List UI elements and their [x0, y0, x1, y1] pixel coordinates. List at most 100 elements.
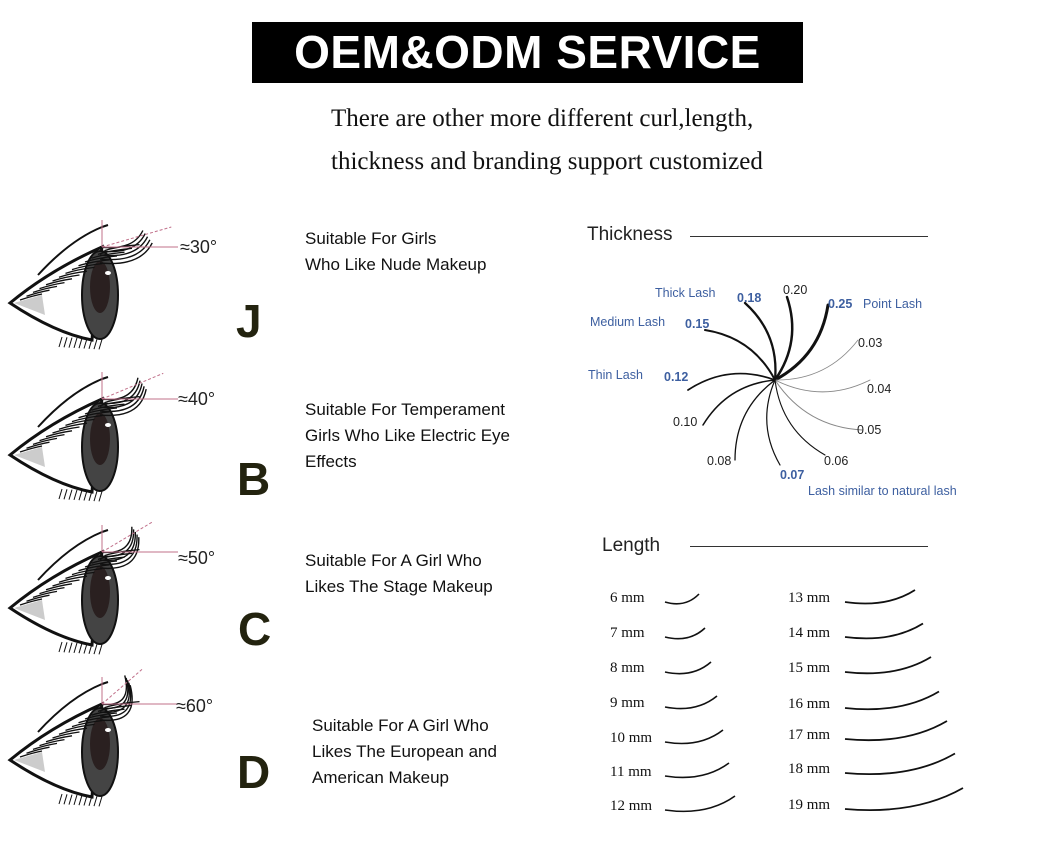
desc-line: Girls Who Like Electric Eye: [305, 426, 510, 445]
length-heading: Length: [602, 535, 661, 556]
thickness-lash-0.18: [743, 301, 777, 382]
length-curve: [844, 690, 940, 711]
lash: [84, 560, 118, 568]
pupil: [90, 413, 110, 465]
lash: [32, 285, 58, 294]
angle-guide-dashed: [101, 226, 172, 248]
thickness-lash-0.06: [774, 379, 826, 456]
lash: [58, 270, 88, 278]
lower-lash: [68, 794, 73, 805]
lower-lash: [68, 642, 73, 653]
curl-letter-j: J: [236, 295, 262, 347]
thickness-divider: [690, 236, 928, 237]
lash: [26, 594, 50, 602]
angle-label-j: ≈30°: [180, 237, 218, 257]
eye-highlight: [105, 576, 111, 580]
lower-lash: [88, 338, 93, 349]
length-curve: [664, 627, 706, 640]
length-label: 15 mm: [788, 660, 831, 676]
length-label: 14 mm: [788, 625, 831, 641]
lash: [58, 575, 88, 583]
curl-letter-b: B: [237, 453, 271, 505]
lower-lash: [63, 489, 68, 500]
value-0-03: 0.03: [858, 336, 883, 350]
angle-guide-dashed: [101, 668, 143, 705]
lower-lash: [78, 490, 83, 501]
eye-highlight: [105, 271, 111, 275]
length-curve: [664, 661, 712, 675]
lower-lash: [83, 643, 88, 654]
curled-lash: [99, 537, 140, 570]
curl-description-c: Suitable For A Girl Who Likes The Stage …: [305, 548, 493, 600]
value-0-25: 0.25: [828, 297, 853, 311]
lash: [52, 426, 80, 434]
lower-lash: [83, 795, 88, 806]
length-label: 10 mm: [610, 730, 653, 746]
subtitle-line-1: There are other more different curl,leng…: [331, 105, 754, 132]
thickness-lash-0.10: [702, 379, 776, 426]
length-curve: [664, 695, 718, 710]
value-0-15: 0.15: [685, 317, 710, 331]
curled-lash: [99, 383, 143, 409]
length-label: 17 mm: [788, 727, 831, 743]
curl-letter-c: C: [238, 603, 272, 655]
value-0-18: 0.18: [737, 291, 762, 305]
lower-lash: [58, 641, 63, 653]
value-0-07: 0.07: [780, 468, 805, 482]
eye-corner: [14, 752, 45, 772]
desc-line: Suitable For A Girl Who: [312, 716, 489, 735]
lash: [19, 445, 43, 453]
curl-description-d: Suitable For A Girl Who Likes The Europe…: [312, 713, 497, 791]
curled-lash: [99, 233, 146, 253]
lower-lash: [88, 643, 93, 654]
lash: [26, 441, 50, 449]
lash: [52, 731, 80, 739]
lower-lash: [73, 642, 78, 654]
pupil: [90, 718, 110, 770]
eye-highlight: [105, 728, 111, 732]
lash: [39, 281, 65, 290]
lash: [19, 293, 43, 301]
lash: [91, 403, 125, 411]
lower-lash: [88, 795, 93, 806]
lash: [26, 289, 50, 297]
length-curve: [844, 589, 916, 605]
desc-line: Suitable For A Girl Who: [305, 551, 482, 570]
curled-lash: [99, 677, 129, 710]
lash: [91, 251, 125, 259]
thickness-heading: Thickness: [587, 224, 673, 245]
lash: [45, 735, 73, 743]
lash: [78, 716, 110, 724]
lash: [78, 564, 110, 572]
length-label: 19 mm: [788, 797, 831, 813]
curl-letter-d: D: [237, 746, 271, 798]
desc-line: Likes The European and: [312, 742, 497, 761]
lash: [71, 719, 103, 728]
value-0-05: 0.05: [857, 423, 882, 437]
length-label: 12 mm: [610, 798, 653, 814]
desc-line: Who Like Nude Makeup: [305, 255, 487, 274]
eye-illustration-j: [7, 220, 178, 350]
label-natural-lash: Lash similar to natural lash: [808, 484, 957, 498]
angle-guide-dashed: [101, 520, 154, 553]
length-curve: [664, 729, 724, 745]
desc-line: Suitable For Temperament: [305, 400, 506, 419]
pupil: [90, 261, 110, 313]
thickness-lash-0.15: [704, 329, 776, 381]
lash: [26, 746, 50, 754]
curled-lash: [99, 534, 138, 566]
lash: [65, 266, 95, 275]
lash: [32, 590, 58, 599]
curled-lash: [99, 675, 127, 706]
eye-illustration-d: [7, 668, 178, 807]
lower-lash: [88, 490, 93, 501]
curled-lash: [99, 389, 147, 417]
eye-corner: [14, 447, 45, 467]
desc-line: Likes The Stage Makeup: [305, 577, 493, 596]
length-curve: [844, 656, 932, 675]
lash: [65, 723, 95, 732]
curled-lash: [99, 682, 132, 718]
thickness-lash-0.08: [734, 379, 776, 461]
lower-lash: [58, 793, 63, 805]
lash: [84, 407, 118, 415]
